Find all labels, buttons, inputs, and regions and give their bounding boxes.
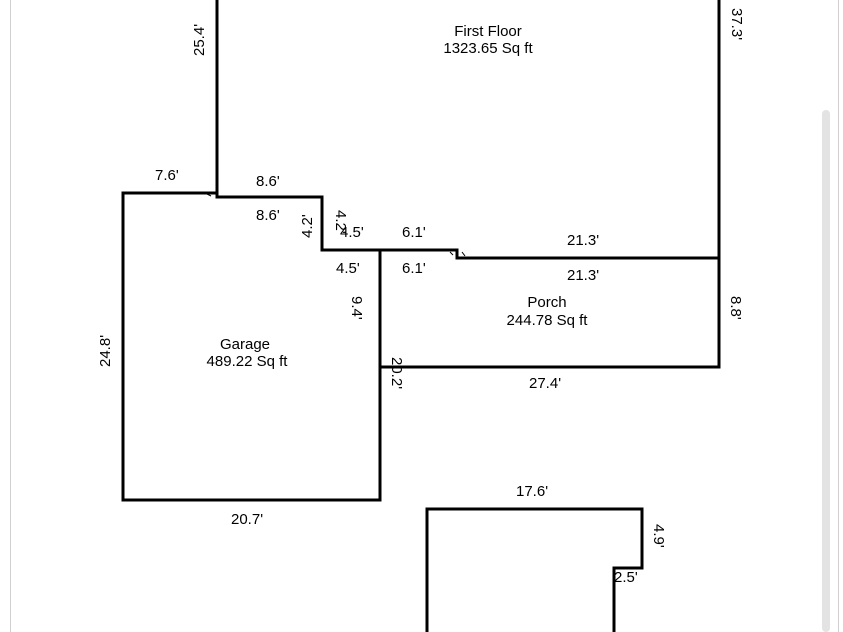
dim-porch-right: 8.8' xyxy=(727,296,744,320)
dim-step-top-inner: 8.6' xyxy=(256,207,280,224)
dim-garage-right-upper: 9.4' xyxy=(348,296,365,320)
room-name-porch: Porch xyxy=(527,294,566,311)
dim-porch-left: 20.2' xyxy=(388,357,405,389)
dim-garage-top-outer: 7.6' xyxy=(155,167,179,184)
porch-wall xyxy=(378,256,721,369)
dim-lower-step: 2.5' xyxy=(614,569,638,586)
corner-tick xyxy=(461,251,466,257)
dim-notch-bottom: 4.5' xyxy=(336,260,360,277)
room-area-garage: 489.22 Sq ft xyxy=(207,353,289,370)
first-floor-wall xyxy=(215,0,721,260)
corner-tick xyxy=(449,251,454,256)
dim-ff-left: 25.4' xyxy=(191,24,208,56)
dim-step-side-outer: 4.2' xyxy=(332,210,349,234)
dim-ff-bottom-outer: 21.3' xyxy=(567,232,599,249)
dim-garage-left: 24.8' xyxy=(97,335,114,367)
room-name-first-floor: First Floor xyxy=(454,23,522,40)
room-area-porch: 244.78 Sq ft xyxy=(507,312,589,329)
corner-tick xyxy=(206,193,212,197)
dim-ff-bottom-inner: 21.3' xyxy=(567,267,599,284)
room-area-first-floor: 1323.65 Sq ft xyxy=(443,40,533,57)
dim-porch-bottom: 27.4' xyxy=(529,375,561,392)
vertical-scrollbar[interactable] xyxy=(822,110,830,632)
garage-wall xyxy=(121,191,382,502)
dim-mid-bottom: 6.1' xyxy=(402,260,426,277)
dim-garage-bottom: 20.7' xyxy=(231,511,263,528)
dim-lower-top: 17.6' xyxy=(516,483,548,500)
page-border-left xyxy=(10,0,11,632)
dim-lower-right: 4.9' xyxy=(650,524,667,548)
dim-mid-top: 6.1' xyxy=(402,224,426,241)
dim-step-side-inner: 4.2' xyxy=(299,214,316,238)
room-name-garage: Garage xyxy=(220,336,270,353)
dim-ff-right: 37.3' xyxy=(728,8,745,40)
dim-step-top-outer: 8.6' xyxy=(256,173,280,190)
dim-notch-top: 4.5' xyxy=(340,224,364,241)
page-border-right xyxy=(838,0,839,632)
lower-structure-wall xyxy=(425,507,644,632)
